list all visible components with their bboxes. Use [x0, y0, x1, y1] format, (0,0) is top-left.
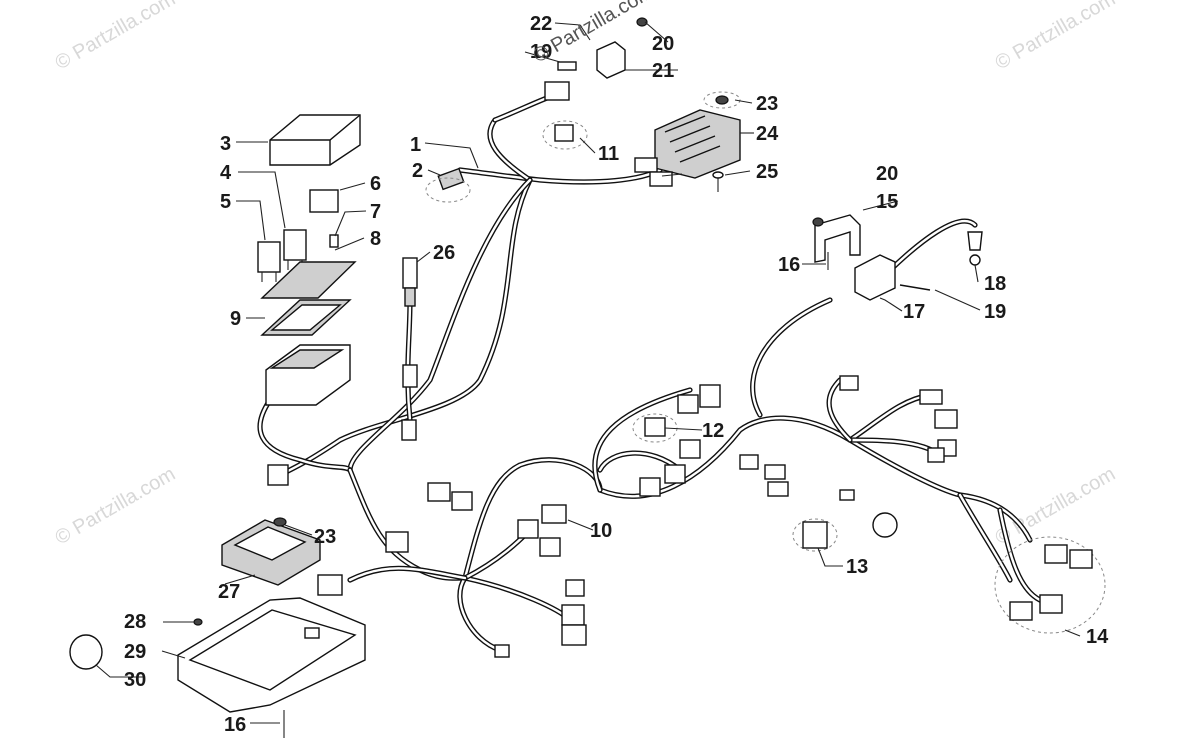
- callout-28: 28: [124, 611, 146, 633]
- regulator-nut: [703, 91, 741, 109]
- connector-plug: [425, 167, 471, 203]
- callout-14: 14: [1086, 626, 1109, 648]
- watermark-corner-right: © Partzilla.com: [992, 0, 1120, 74]
- callout-29: 29: [124, 641, 146, 663]
- watermark-mid-right: © Partzilla.com: [992, 463, 1120, 549]
- callout-19-top: 19: [530, 41, 552, 63]
- callout-18: 18: [984, 273, 1006, 295]
- callout-26: 26: [433, 242, 455, 264]
- callout-23-top: 23: [756, 93, 778, 115]
- callout-11: 11: [598, 143, 619, 165]
- callout-15: 15: [876, 191, 898, 213]
- callout-20-right: 20: [876, 163, 898, 185]
- relay-left: [257, 241, 281, 282]
- fuse-blade: [329, 234, 339, 248]
- callout-4: 4: [220, 162, 232, 184]
- callout-labels: 1 2 3 4 5 6 7 8 9 10 11 12 13 14 15 16 1…: [124, 13, 1109, 736]
- callout-2: 2: [412, 160, 423, 182]
- regulator-screw: [712, 171, 724, 192]
- voltage-regulator: [634, 109, 741, 187]
- callout-21: 21: [652, 60, 674, 82]
- callout-8: 8: [370, 228, 381, 250]
- watermark-corner-left: © Partzilla.com: [52, 0, 180, 74]
- fuse-box-gasket: [260, 299, 352, 336]
- ignition-switch: [854, 254, 931, 301]
- ignition-key: [967, 231, 983, 266]
- callout-16-bottom: 16: [224, 714, 246, 736]
- main-harness: [257, 92, 1043, 653]
- connector-group-10: [267, 464, 587, 658]
- ignition-bracket: [812, 214, 861, 263]
- callout-6: 6: [370, 173, 381, 195]
- ecu-module: [221, 517, 343, 596]
- leader-lines: [95, 21, 1081, 724]
- callout-1: 1: [410, 134, 421, 156]
- connector-11: [542, 120, 588, 150]
- tray-screw-28: [193, 618, 203, 626]
- callout-9: 9: [230, 308, 241, 330]
- mounting-tray: [177, 597, 366, 713]
- connector-group-14: [994, 536, 1106, 634]
- connector-group-13: [739, 454, 898, 552]
- callout-19-right: 19: [984, 301, 1006, 323]
- callout-12: 12: [702, 420, 724, 442]
- relay-small: [309, 189, 339, 213]
- callout-17: 17: [903, 301, 925, 323]
- callout-25: 25: [756, 161, 778, 183]
- callout-16-top: 16: [778, 254, 800, 276]
- callout-23-bottom: 23: [314, 526, 336, 548]
- fuse-board: [260, 261, 357, 299]
- callout-3: 3: [220, 133, 231, 155]
- callout-5: 5: [220, 191, 231, 213]
- connector-group-right: [839, 375, 958, 463]
- callout-27: 27: [218, 581, 240, 603]
- fuse-box-base: [265, 344, 351, 406]
- callout-13: 13: [846, 556, 868, 578]
- connector-top: [544, 81, 570, 101]
- callout-30: 30: [124, 669, 146, 691]
- connector-group-12: [632, 384, 721, 497]
- callout-7: 7: [370, 201, 381, 223]
- watermark-mid-left: © Partzilla.com: [52, 463, 180, 549]
- fuse-box-cover: [269, 114, 361, 166]
- callout-10: 10: [590, 520, 612, 542]
- clamp-ring: [69, 634, 103, 670]
- callout-20-top: 20: [652, 33, 674, 55]
- sensor-probe: [401, 257, 418, 441]
- callout-24: 24: [756, 123, 779, 145]
- callout-22: 22: [530, 13, 552, 35]
